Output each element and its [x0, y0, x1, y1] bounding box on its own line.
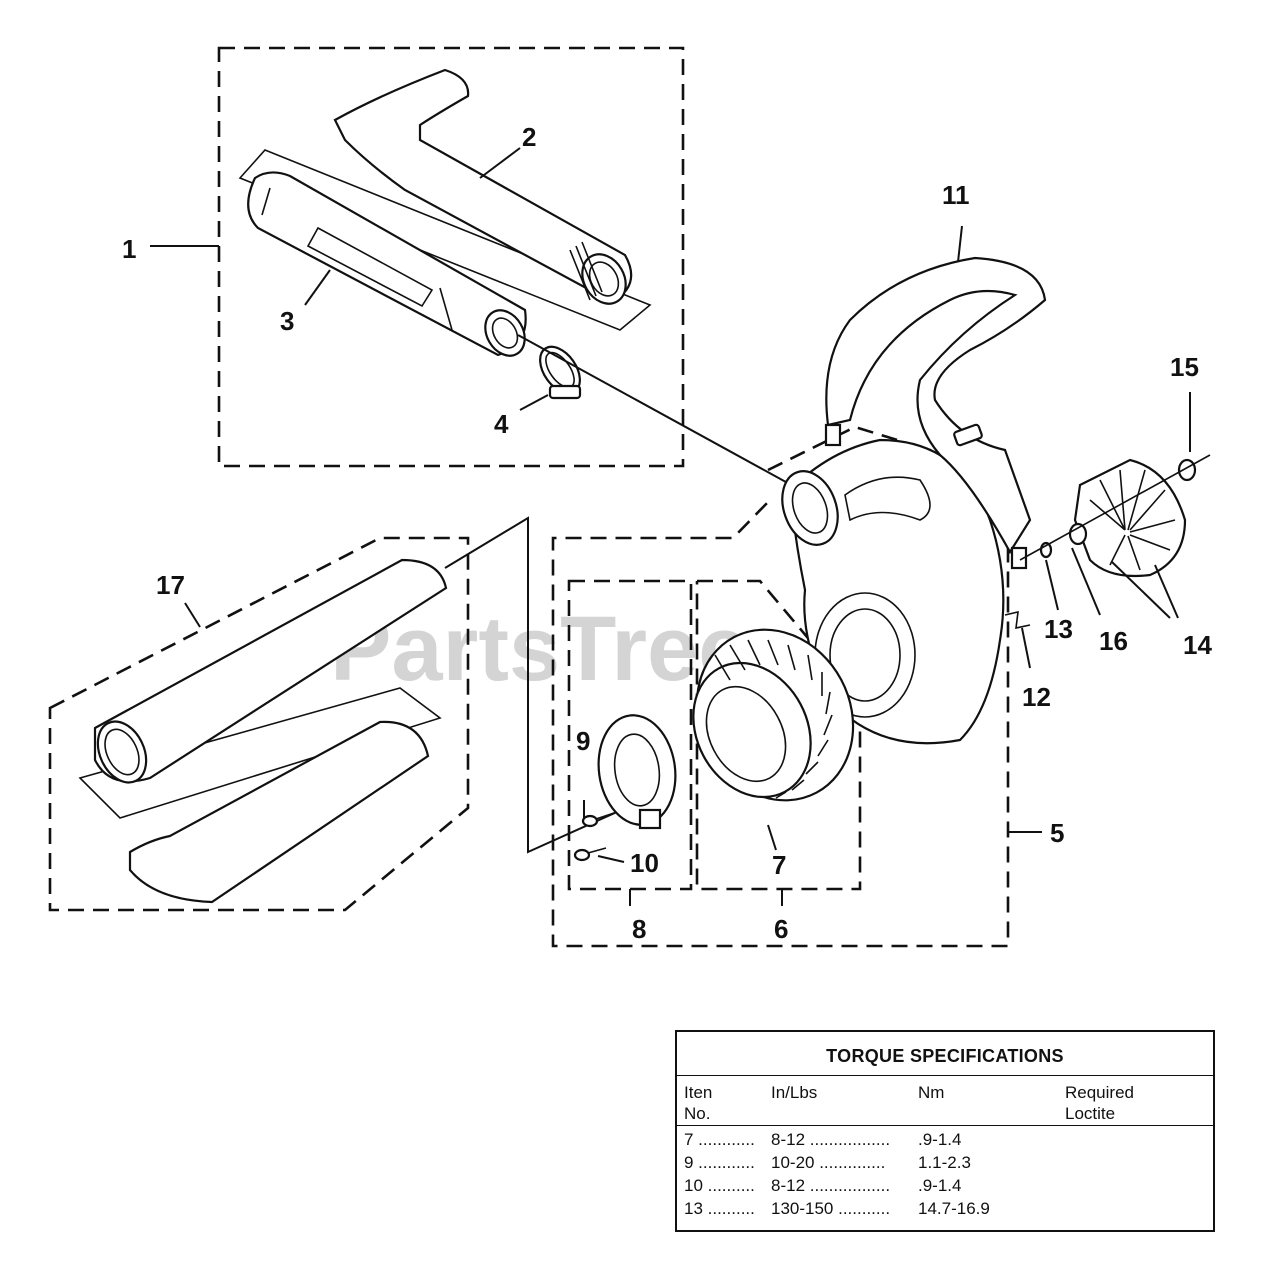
part-12-clip [1004, 610, 1031, 630]
callout-13: 13 [1044, 614, 1073, 644]
part-10-screw [573, 847, 607, 862]
torque-table-header-divider [677, 1125, 1213, 1126]
part-9-screw [581, 812, 615, 828]
callout-2-leader [479, 147, 521, 179]
header-loctite-line2: Loctite [1065, 1104, 1116, 1123]
part-16-washer [1068, 522, 1088, 546]
callout-7-leader [767, 824, 777, 851]
callout-1: 1 [122, 234, 136, 264]
part-4-clamp [539, 345, 582, 400]
row-7-item: 7 ............ [684, 1130, 755, 1149]
header-nm: Nm [918, 1083, 945, 1102]
callout-16: 16 [1099, 626, 1128, 656]
row-9-nm: 1.1-2.3 [918, 1153, 971, 1172]
header-item-line2: No. [684, 1104, 711, 1123]
callout-13-leader [1045, 559, 1059, 611]
callout-17: 17 [156, 570, 185, 600]
callout-6: 6 [774, 914, 788, 944]
row-10-nm: .9-1.4 [918, 1176, 962, 1195]
callout-16-leader [1071, 547, 1101, 616]
group-1-box [217, 46, 685, 468]
callout-12: 12 [1022, 682, 1051, 712]
shaft-axis-line [1019, 454, 1211, 561]
callout-7: 7 [772, 850, 786, 880]
callout-3: 3 [280, 306, 294, 336]
header-item-line1: Iten [684, 1083, 713, 1102]
row-9-inlbs: 10-20 .............. [771, 1153, 886, 1172]
callout-8: 8 [632, 914, 646, 944]
row-9-item: 9 ............ [684, 1153, 755, 1172]
part-3-blower-tube [247, 171, 527, 357]
callout-14-leader-b [1154, 564, 1179, 619]
callout-10: 10 [630, 848, 659, 878]
row-10-inlbs: 8-12 ................. [771, 1176, 891, 1195]
part-11-shoulder-strap [824, 256, 1047, 570]
row-7-inlbs: 8-12 ................. [771, 1130, 891, 1149]
header-inlbs: In/Lbs [771, 1083, 818, 1102]
header-loctite-line1: Required [1065, 1083, 1134, 1102]
torque-table-divider [677, 1075, 1213, 1076]
callout-4-leader [519, 394, 549, 411]
group-17-box [48, 536, 470, 912]
torque-specifications-table: TORQUE SPECIFICATIONS Iten No. In/Lbs Nm… [675, 1030, 1215, 1232]
callout-4: 4 [494, 409, 509, 439]
callout-17-leader [184, 602, 201, 628]
callout-3-leader [304, 269, 331, 306]
callout-12-leader [1021, 627, 1031, 669]
part-7-intake-screen [692, 628, 855, 802]
torque-table-title: TORQUE SPECIFICATIONS [826, 1046, 1064, 1066]
part-17-extension-tubes [78, 558, 448, 904]
row-13-item: 13 .......... [684, 1199, 755, 1218]
part-14-impeller [1073, 458, 1187, 578]
callout-9: 9 [576, 726, 590, 756]
part-8-adapter-plate [597, 714, 677, 830]
part-2-nozzle-tube [238, 68, 652, 331]
row-10-item: 10 .......... [684, 1176, 755, 1195]
row-13-inlbs: 130-150 ........... [771, 1199, 891, 1218]
callout-10-leader [597, 855, 625, 863]
callout-5: 5 [1050, 818, 1064, 848]
callout-11-leader [957, 225, 963, 263]
callout-15: 15 [1170, 352, 1199, 382]
callout-14-leader-a [1111, 561, 1171, 619]
callout-2: 2 [522, 122, 536, 152]
assembly-line-tube-to-housing [517, 334, 796, 488]
callout-14: 14 [1183, 630, 1212, 660]
group-6-box [695, 579, 862, 891]
row-7-nm: .9-1.4 [918, 1130, 962, 1149]
group-5-box [551, 425, 1010, 948]
callout-11: 11 [942, 180, 970, 210]
part-blower-housing [781, 438, 1005, 745]
row-13-nm: 14.7-16.9 [918, 1199, 990, 1218]
